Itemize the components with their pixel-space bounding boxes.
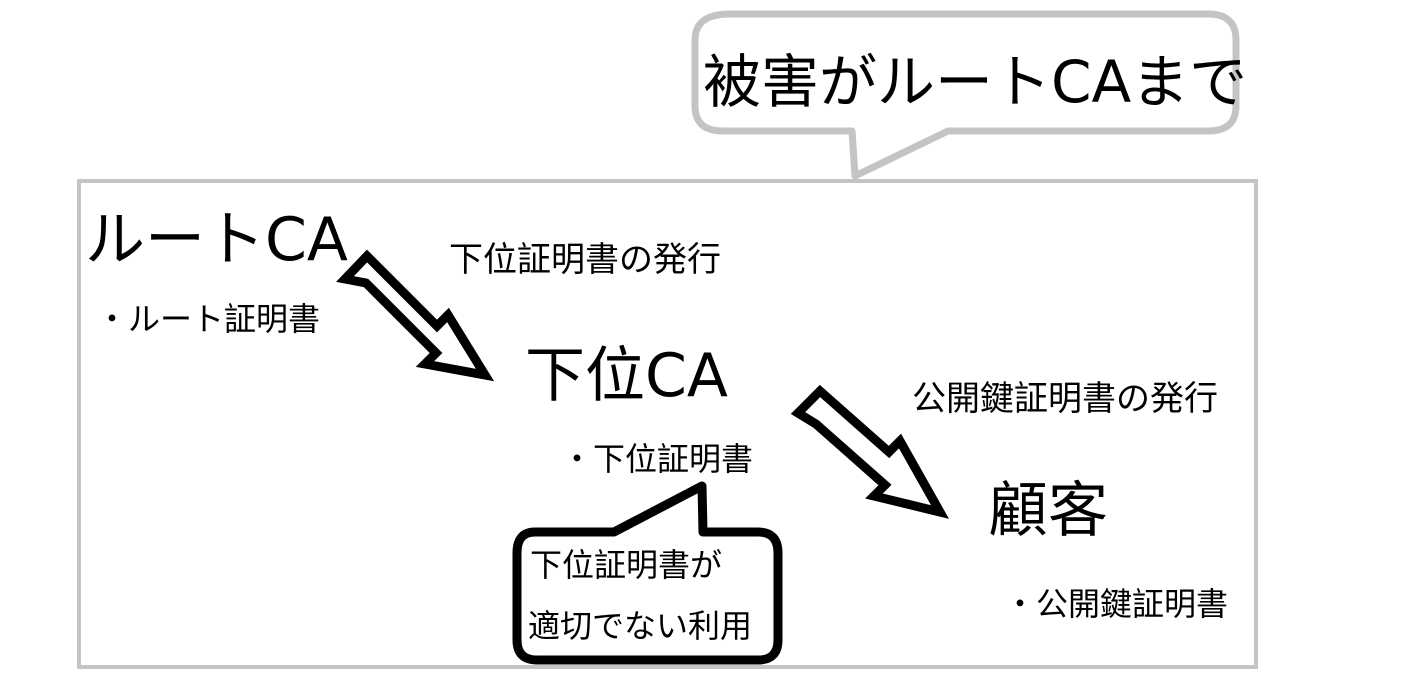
issue-public-key-certificate-label: 公開鍵証明書の発行 <box>912 379 1218 419</box>
customer-title: 顧客 <box>988 476 1108 546</box>
top-callout-text: 被害がルートCAまで <box>703 48 1248 116</box>
sub-ca-title: 下位CA <box>525 341 728 411</box>
root-certificate-item: ・ルート証明書 <box>96 300 321 338</box>
public-key-certificate-item: ・公開鍵証明書 <box>1004 585 1229 623</box>
misuse-callout-line-1: 下位証明書が <box>530 546 723 584</box>
misuse-callout-bubble <box>512 481 783 665</box>
main-frame <box>77 179 1258 669</box>
top-callout-bubble <box>691 10 1240 180</box>
misuse-callout-line-2: 適切でない利用 <box>528 607 753 645</box>
root-ca-title: ルートCA <box>85 205 348 275</box>
sub-certificate-item: ・下位証明書 <box>561 440 754 478</box>
arrow-root-to-sub <box>336 249 495 382</box>
arrow-sub-to-customer <box>790 384 950 519</box>
issue-sub-certificate-label: 下位証明書の発行 <box>449 240 721 280</box>
